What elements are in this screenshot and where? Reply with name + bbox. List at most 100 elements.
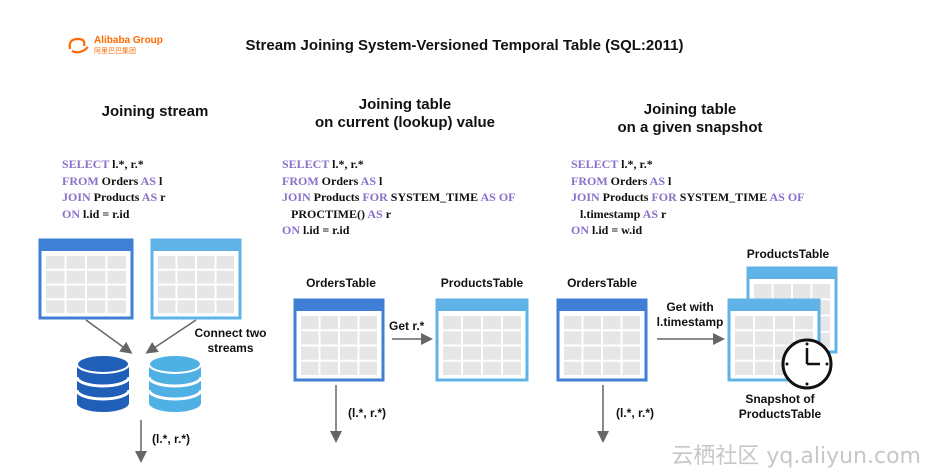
col1-right-table-cell (177, 285, 195, 299)
col2-orders-table-cell (359, 316, 377, 330)
col1-right-table-header (152, 240, 240, 251)
col1-left-table-cell (46, 285, 65, 299)
sql-text: l (668, 173, 672, 188)
col2-products-table-cell (463, 316, 481, 330)
col1-left-table-cell (66, 270, 85, 284)
sql-text: l.*, r.* (332, 157, 364, 171)
col3-orders-table-label: OrdersTable (567, 276, 637, 290)
col3-orders-table-cell (603, 316, 621, 330)
col1-right-table-cell (216, 270, 234, 284)
col2-orders-table-cell (320, 316, 338, 330)
col1-right-table-cell (216, 300, 234, 313)
sql-line: SELECT l.*, r.* (282, 156, 516, 173)
col2-orders-table-cell (340, 361, 358, 375)
col3-products-back-table-cell (773, 284, 791, 299)
col3-products-front-table-cell (735, 346, 753, 360)
col3-get-with-line2: l.timestamp (656, 315, 724, 329)
col3-snapshot-line1: Snapshot of (745, 392, 815, 406)
col1-left-table-cell (87, 256, 106, 269)
col3-orders-table-cell (603, 331, 621, 345)
col2-orders-table-cell (340, 316, 358, 330)
col3-products-front-table-cell (735, 331, 753, 345)
sql-keyword: JOIN (282, 190, 314, 204)
col2-orders-table-cell (359, 346, 377, 360)
col2-products-table-cell (443, 361, 461, 375)
col2-products-table-cell (443, 346, 461, 360)
col2-orders-table-cell (359, 331, 377, 345)
col3-products-front-table-cell (775, 331, 793, 345)
sql-keyword: FOR (651, 190, 680, 204)
sql-line: JOIN Products FOR SYSTEM_TIME AS OF (571, 189, 805, 206)
sql-keyword: AS (360, 173, 379, 188)
col3-orders-table-cell (564, 331, 582, 345)
col1-db-right-top (148, 354, 202, 374)
col1-left-table-cell (46, 256, 65, 269)
col1-left-table-cell (87, 300, 106, 313)
col3-orders-table-cell (583, 331, 601, 345)
col3-output-label: (l.*, r.*) (616, 406, 655, 420)
col1-left-table-cell (66, 256, 85, 269)
col2-orders-table-cell (359, 361, 377, 375)
sql-text: r (661, 206, 667, 221)
sql-keyword: ON (282, 223, 303, 237)
sql-line: SELECT l.*, r.* (571, 156, 805, 173)
sql-text: l.*, r.* (112, 157, 144, 171)
sql-text: l.id = r.id (83, 206, 130, 221)
sql-text: r (385, 206, 392, 221)
col1-right-table-cell (158, 300, 176, 313)
sql-line: ON l.id = r.id (62, 206, 165, 223)
col1-heading-line1: Joining stream (101, 103, 209, 120)
col3-orders-table-header (558, 300, 646, 311)
col3-products-front-table-cell (795, 316, 813, 330)
connect-streams-label: Connect two streams (194, 326, 267, 355)
col2-products-table-cell (463, 361, 481, 375)
sql-text: l.id = w.id (592, 223, 643, 237)
col1-left-table-header (40, 240, 132, 251)
col2-products-table-cell (443, 316, 461, 330)
col2-heading-line2: on current (lookup) value (314, 114, 495, 131)
col1-right-table-cell (177, 270, 195, 284)
col1-right-table-cell (158, 256, 176, 269)
col1-right-table-cell (197, 300, 215, 313)
col2-products-table-cell (483, 316, 501, 330)
col1-right-table-cell (197, 256, 215, 269)
sql-keyword: AS (649, 173, 668, 188)
sql-keyword: FROM (62, 173, 102, 188)
sql-text: l.*, r.* (621, 157, 653, 171)
col3-orders-table-cell (564, 361, 582, 375)
col1-left-table-cell (107, 300, 126, 313)
col3-orders-table-cell (603, 346, 621, 360)
col3-products-back-table-cell (793, 284, 811, 299)
col2-orders-table-label: OrdersTable (306, 276, 376, 290)
col2-orders-table-cell (320, 346, 338, 360)
sql-line: ON l.id = r.id (282, 222, 516, 239)
sql-keyword: AS OF (480, 190, 516, 204)
col2-orders-table-cell (301, 346, 319, 360)
sql-keyword: FROM (282, 173, 322, 188)
sql-keyword: ON (571, 223, 592, 237)
col3-snapshot-line2: ProductsTable (738, 407, 822, 421)
sql-line: l.timestamp AS r (571, 206, 805, 223)
sql-keyword: SELECT (282, 157, 333, 171)
col3-heading: Joining table on a given snapshot (580, 101, 800, 137)
col1-left-table-cell (107, 270, 126, 284)
col3-products-front-table-cell (755, 331, 773, 345)
col3-orders-table-cell (622, 361, 640, 375)
col2-output-label: (l.*, r.*) (348, 406, 387, 420)
page-title: Stream Joining System-Versioned Temporal… (245, 37, 684, 54)
col1-left-table-cell (46, 270, 65, 284)
clock-tick (785, 362, 789, 366)
col3-orders-table-cell (564, 346, 582, 360)
col3-snapshot-label: Snapshot of ProductsTable (725, 392, 835, 422)
col3-orders-table-cell (603, 361, 621, 375)
sql-keyword: JOIN (571, 190, 603, 204)
sql-line: PROCTIME() AS r (282, 206, 516, 223)
clock-tick (805, 382, 809, 386)
col1-db-right-ring (147, 389, 203, 401)
sql-keyword: SELECT (571, 157, 622, 171)
col1-db-left-ring (75, 389, 131, 401)
col3-orders-table-cell (622, 346, 640, 360)
col2-orders-table-cell (340, 346, 358, 360)
